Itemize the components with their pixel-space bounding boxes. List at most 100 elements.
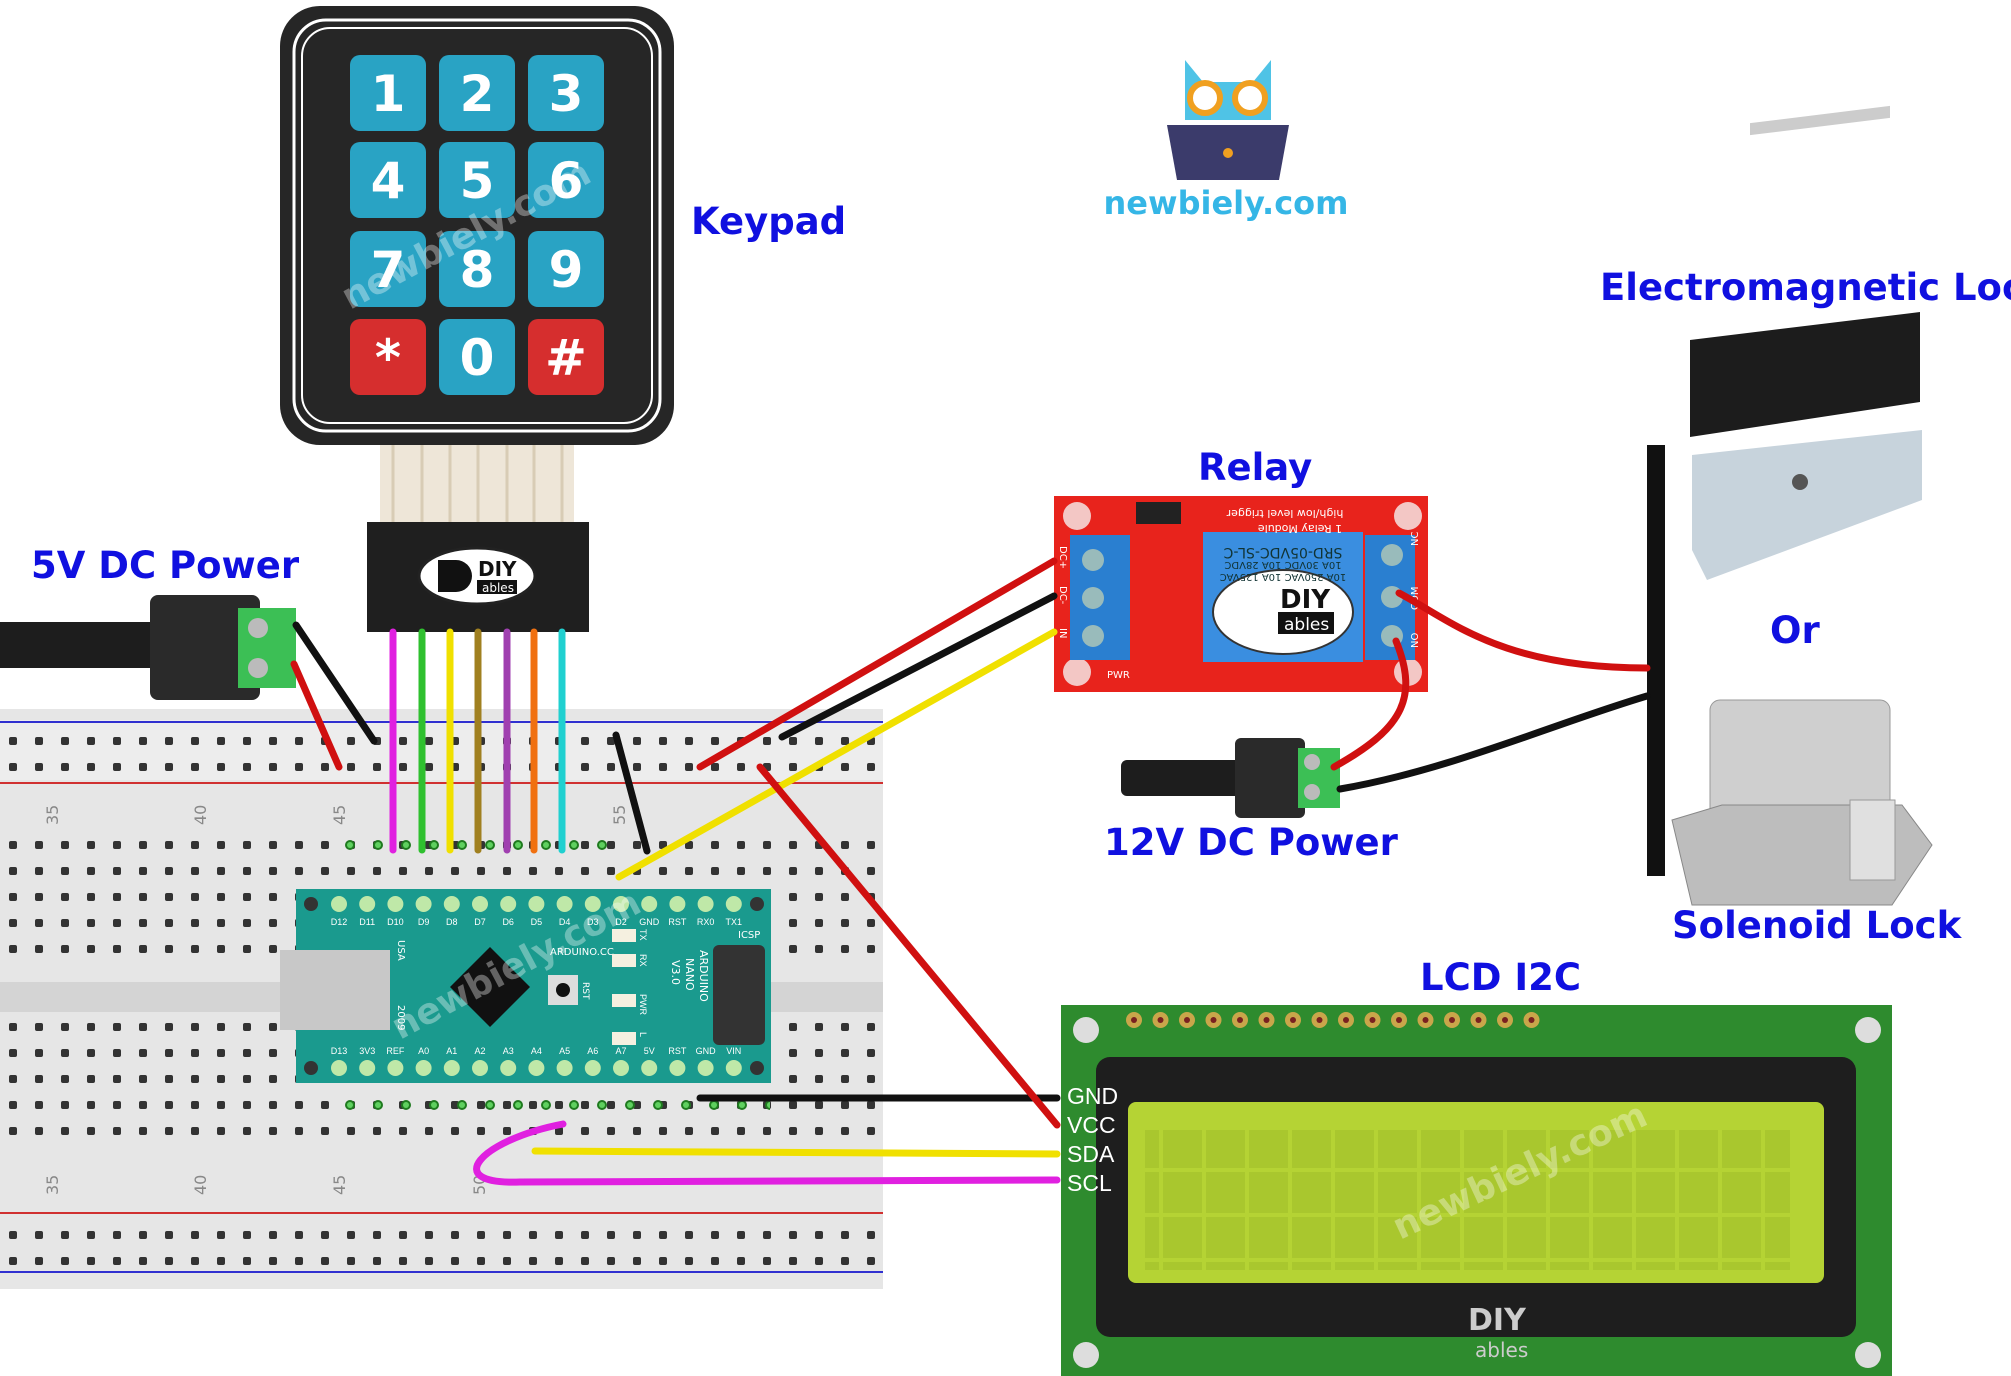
column-number: 35 xyxy=(43,1175,62,1195)
relay-rating: 10A 30VDC 10A 28VDC xyxy=(1224,559,1341,570)
wire-5v-power xyxy=(290,660,343,771)
nano-pin xyxy=(556,896,573,912)
power-5v-label: 5V DC Power xyxy=(31,544,300,587)
nano-pin xyxy=(472,1060,488,1076)
wire-relay-dc-minus xyxy=(778,592,1058,741)
keypad-key: 7 xyxy=(350,231,426,307)
lcd-label: LCD I2C xyxy=(1420,956,1581,999)
keypad-key: 5 xyxy=(439,142,515,218)
diyables-logo-text: ables xyxy=(1284,615,1329,635)
nano-pin-label: A2 xyxy=(474,1046,485,1056)
key-label: 6 xyxy=(549,152,584,210)
wire-relay-dc-plus xyxy=(696,557,1058,771)
wire-lcd-vcc xyxy=(756,763,1061,1129)
column-number: 40 xyxy=(191,1175,210,1195)
relay-pin-label: IN xyxy=(1057,628,1068,638)
nano-pin-label: D5 xyxy=(531,917,543,927)
nano-rst-text: RST xyxy=(580,982,590,1000)
relay-rating: 10A 250VAC 10A 125VAC xyxy=(1220,571,1347,582)
nano-board-text: V3.0 xyxy=(669,960,682,985)
key-label: * xyxy=(375,329,401,387)
wire-relay-no-12v xyxy=(1330,637,1410,771)
nano-pin xyxy=(443,1060,460,1076)
keypad-key: 0 xyxy=(439,319,515,395)
nano-pin-label: 5V xyxy=(644,1046,655,1056)
nano-led xyxy=(612,994,636,1007)
nano-pin-label: D2 xyxy=(615,917,627,927)
relay-pin-label: COM xyxy=(1410,587,1421,610)
wire-5v-ground xyxy=(292,621,378,745)
keypad-key: 1 xyxy=(350,55,426,131)
key-label: 2 xyxy=(460,65,495,123)
nano-pin-label: GND xyxy=(696,1046,717,1056)
nano-pin xyxy=(331,896,347,912)
diyables-logo-text: DIY xyxy=(478,557,517,581)
nano-pin-label: A5 xyxy=(559,1046,570,1056)
key-label: 7 xyxy=(371,241,406,299)
nano-pin-label: A3 xyxy=(503,1046,514,1056)
relay-label: Relay xyxy=(1198,446,1312,489)
wire-relay-com-lock xyxy=(1395,589,1651,672)
nano-pin xyxy=(500,1060,517,1076)
nano-pin-label: D12 xyxy=(331,917,348,927)
keypad-ribbon: DIY ables xyxy=(367,445,589,632)
nano-pin xyxy=(331,1060,347,1076)
nano-pin xyxy=(584,896,601,912)
column-number: 55 xyxy=(610,805,629,825)
keypad-key: 2 xyxy=(439,55,515,131)
nano-pin-label: RST xyxy=(668,1046,687,1056)
nano-pin xyxy=(669,1060,686,1076)
column-number: 45 xyxy=(330,1175,349,1195)
nano-pin xyxy=(415,896,432,912)
key-label: 4 xyxy=(371,152,406,210)
relay-pwr-label: PWR xyxy=(1107,670,1130,681)
nano-pin-label: D13 xyxy=(331,1046,348,1056)
nano-pin-label: A1 xyxy=(446,1046,457,1056)
relay-model: SRD-05VDC-SL-C xyxy=(1223,544,1342,560)
nano-pin xyxy=(500,896,517,912)
nano-pin xyxy=(443,896,460,912)
nano-pin-label: D3 xyxy=(587,917,599,927)
nano-led xyxy=(612,954,636,967)
nano-pin xyxy=(415,1060,432,1076)
power-jack-12v xyxy=(1121,738,1340,818)
lcd-i2c: newbiely.com DIY ables GND VCC SDA SCL xyxy=(1061,1005,1892,1376)
wire-lcd-scl xyxy=(473,1120,1061,1186)
site-name: newbiely.com xyxy=(1104,184,1349,222)
keypad-label: Keypad xyxy=(691,200,846,243)
nano-pin-label: 3V3 xyxy=(359,1046,375,1056)
nano-pin xyxy=(697,1060,714,1076)
keypad-key: * xyxy=(350,319,426,395)
nano-pin-label: D9 xyxy=(418,917,430,927)
lcd-pin-sda: SDA xyxy=(1067,1141,1115,1167)
diyables-logo-text: ables xyxy=(1475,1338,1528,1362)
key-label: 3 xyxy=(549,65,584,123)
nano-pin-label: A0 xyxy=(418,1046,429,1056)
keypad-key: 6 xyxy=(528,142,604,218)
nano-led-label: PWR xyxy=(638,994,648,1015)
nano-pin xyxy=(613,1060,629,1076)
nano-pin xyxy=(359,896,376,912)
nano-pin xyxy=(556,1060,573,1076)
nano-led xyxy=(612,1032,636,1045)
nano-usa-text: USA xyxy=(395,940,406,961)
wire-12v-ground-lock xyxy=(1336,692,1651,793)
column-number: 35 xyxy=(43,805,62,825)
nano-maker-text: ARDUINO.CC xyxy=(550,947,614,958)
nano-pin xyxy=(641,1060,658,1076)
key-label: 0 xyxy=(460,329,495,387)
nano-pin-label: A4 xyxy=(531,1046,542,1056)
nano-pin-label: A7 xyxy=(615,1046,626,1056)
diyables-logo-text: DIY xyxy=(1280,585,1331,615)
relay-module: DIY ables high/low level trigger 1 Relay… xyxy=(1054,496,1428,692)
nano-pin-label: TX1 xyxy=(726,917,743,927)
nano-led-label: TX xyxy=(638,929,648,941)
or-label: Or xyxy=(1770,609,1820,652)
nano-pin-label: RST xyxy=(668,917,687,927)
diyables-logo-text: ables xyxy=(482,581,514,595)
column-number: 45 xyxy=(330,805,349,825)
nano-pin xyxy=(387,1060,404,1076)
nano-pin xyxy=(613,896,629,912)
